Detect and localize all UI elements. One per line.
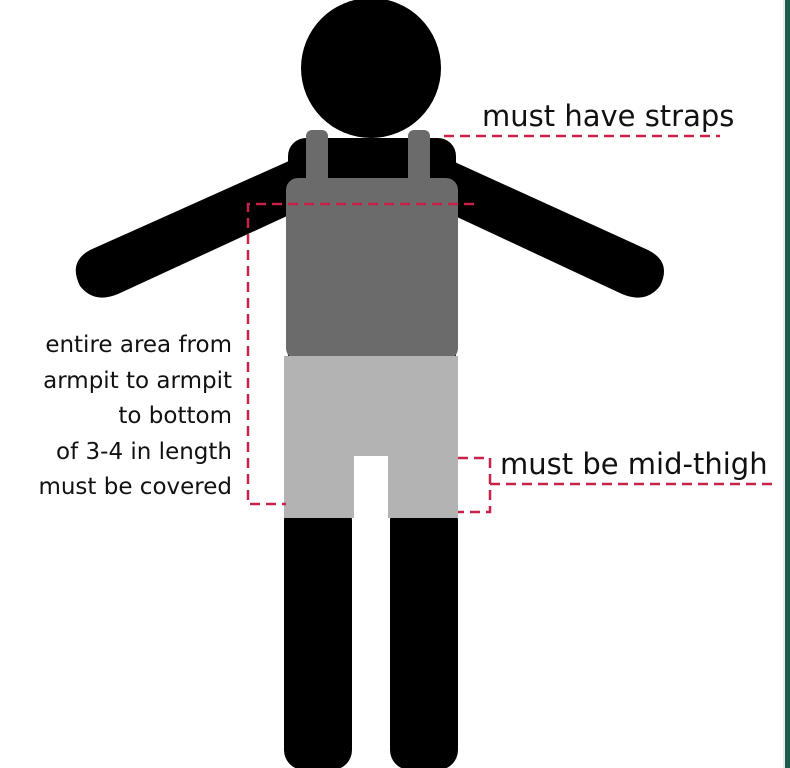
shorts	[284, 356, 458, 518]
right-leg	[390, 500, 458, 768]
coverage-line: armpit to armpit	[0, 364, 232, 400]
edge-bar	[785, 0, 790, 768]
head	[301, 0, 441, 138]
thigh-label: must be mid-thigh	[500, 447, 768, 481]
thigh-bracket	[458, 458, 490, 512]
left-leg	[284, 500, 352, 768]
left-arm	[76, 148, 318, 298]
coverage-line: of 3-4 in length	[0, 435, 232, 471]
top-body	[286, 178, 458, 360]
coverage-line: entire area from	[0, 328, 232, 364]
straps-label: must have straps	[482, 99, 734, 133]
coverage-line: to bottom	[0, 399, 232, 435]
coverage-line: must be covered	[0, 470, 232, 506]
coverage-label: entire area from armpit to armpit to bot…	[0, 328, 232, 506]
right-arm	[424, 148, 664, 298]
